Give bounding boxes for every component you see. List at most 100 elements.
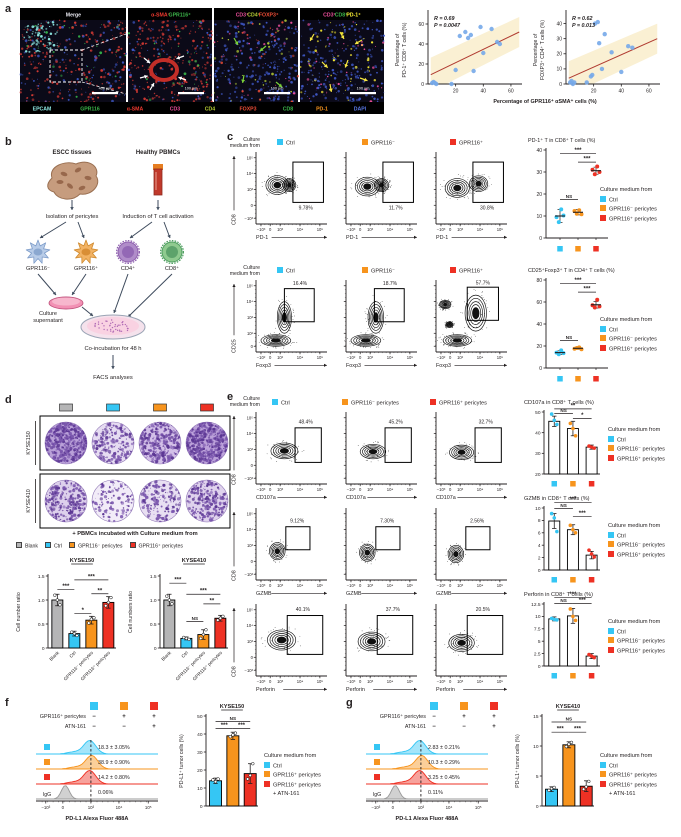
speck [321, 68, 323, 70]
speck [42, 43, 45, 46]
scatter-point [595, 19, 600, 25]
speck [166, 24, 169, 27]
speck [325, 87, 328, 90]
colony-speck [161, 424, 163, 427]
speck [24, 83, 27, 85]
speck [135, 34, 137, 37]
speck [282, 61, 285, 63]
speck [375, 335, 376, 337]
speck [157, 55, 160, 58]
x-tick: 10² [457, 355, 464, 360]
colony-speck [192, 506, 195, 509]
speck [267, 195, 268, 197]
speck [285, 37, 287, 39]
color-swatch [277, 267, 283, 273]
colony-speck [47, 510, 50, 512]
speck [195, 78, 198, 81]
speck [274, 174, 276, 176]
speck [87, 65, 89, 67]
speck [372, 35, 375, 37]
speck [331, 68, 335, 72]
speck [84, 42, 86, 45]
colony-speck [103, 435, 105, 437]
colony-speck [163, 500, 165, 502]
speck [337, 99, 339, 101]
speck [467, 197, 469, 199]
speck [111, 68, 113, 70]
speck [457, 199, 459, 201]
speck [109, 84, 113, 88]
speck [467, 327, 469, 329]
colony-speck [156, 510, 159, 513]
dot-plot: CD25⁺Foxp3⁺ T in CD4⁺ T cells (%)0204060… [528, 268, 615, 382]
tissue-spot [60, 171, 68, 177]
speck [358, 68, 360, 70]
speck [132, 21, 136, 24]
speck [52, 41, 54, 43]
flow-column-label: Ctrl [286, 268, 295, 275]
colony-speck [165, 443, 169, 447]
speck [29, 89, 32, 92]
speck [320, 29, 323, 32]
colony-speck [213, 434, 215, 436]
speck [347, 86, 350, 90]
speck [348, 27, 351, 31]
speck [173, 38, 177, 41]
colony-speck [66, 459, 69, 463]
speck [462, 176, 464, 178]
colony-speck [218, 454, 221, 457]
colony-speck [71, 457, 73, 459]
speck [271, 35, 273, 37]
speck [300, 87, 303, 90]
speck [158, 52, 161, 56]
colony-speck [64, 433, 66, 436]
colony-speck [55, 506, 57, 508]
colony-speck [204, 488, 206, 491]
speck [247, 94, 249, 96]
x-tick: 60 [508, 89, 514, 95]
y-axis-label: CD8 [232, 214, 238, 225]
micro-legend-item: DAPI [354, 107, 367, 113]
speck [246, 33, 249, 36]
speck [201, 40, 204, 44]
speck [34, 66, 37, 70]
colony-speck [53, 494, 57, 497]
colony-speck [127, 327, 129, 330]
colony-speck [54, 436, 56, 438]
speck [75, 91, 77, 94]
colony-speck [211, 458, 214, 460]
colony-speck [130, 442, 134, 446]
colony-speck [62, 427, 66, 431]
speck [311, 64, 315, 67]
arrow-head [167, 234, 171, 238]
speck [331, 54, 333, 55]
speck [350, 77, 352, 79]
colony-speck [114, 445, 116, 447]
speck [359, 339, 361, 340]
colony-speck [157, 442, 160, 445]
speck [296, 75, 300, 78]
colony-speck [115, 439, 119, 443]
colony-speck [72, 425, 76, 428]
colony-speck [211, 496, 215, 499]
line [37, 273, 57, 296]
colony-speck [101, 435, 104, 438]
speck [318, 19, 319, 21]
colony-speck [106, 456, 108, 459]
speck [146, 76, 150, 79]
colony-speck [111, 507, 113, 510]
speck [38, 45, 39, 47]
colony-speck [154, 502, 158, 506]
flow-column-header: GPR116⁻ [362, 267, 395, 275]
colony-speck [121, 509, 125, 513]
colony-speck [151, 497, 153, 500]
colony-speck [208, 444, 211, 447]
data-dot [556, 352, 561, 357]
colony-speck [197, 493, 199, 495]
colony-speck [202, 515, 205, 518]
speck [116, 26, 119, 28]
colony-speck [217, 438, 219, 440]
speck [352, 21, 354, 23]
speck [383, 92, 385, 93]
speck [268, 89, 272, 92]
